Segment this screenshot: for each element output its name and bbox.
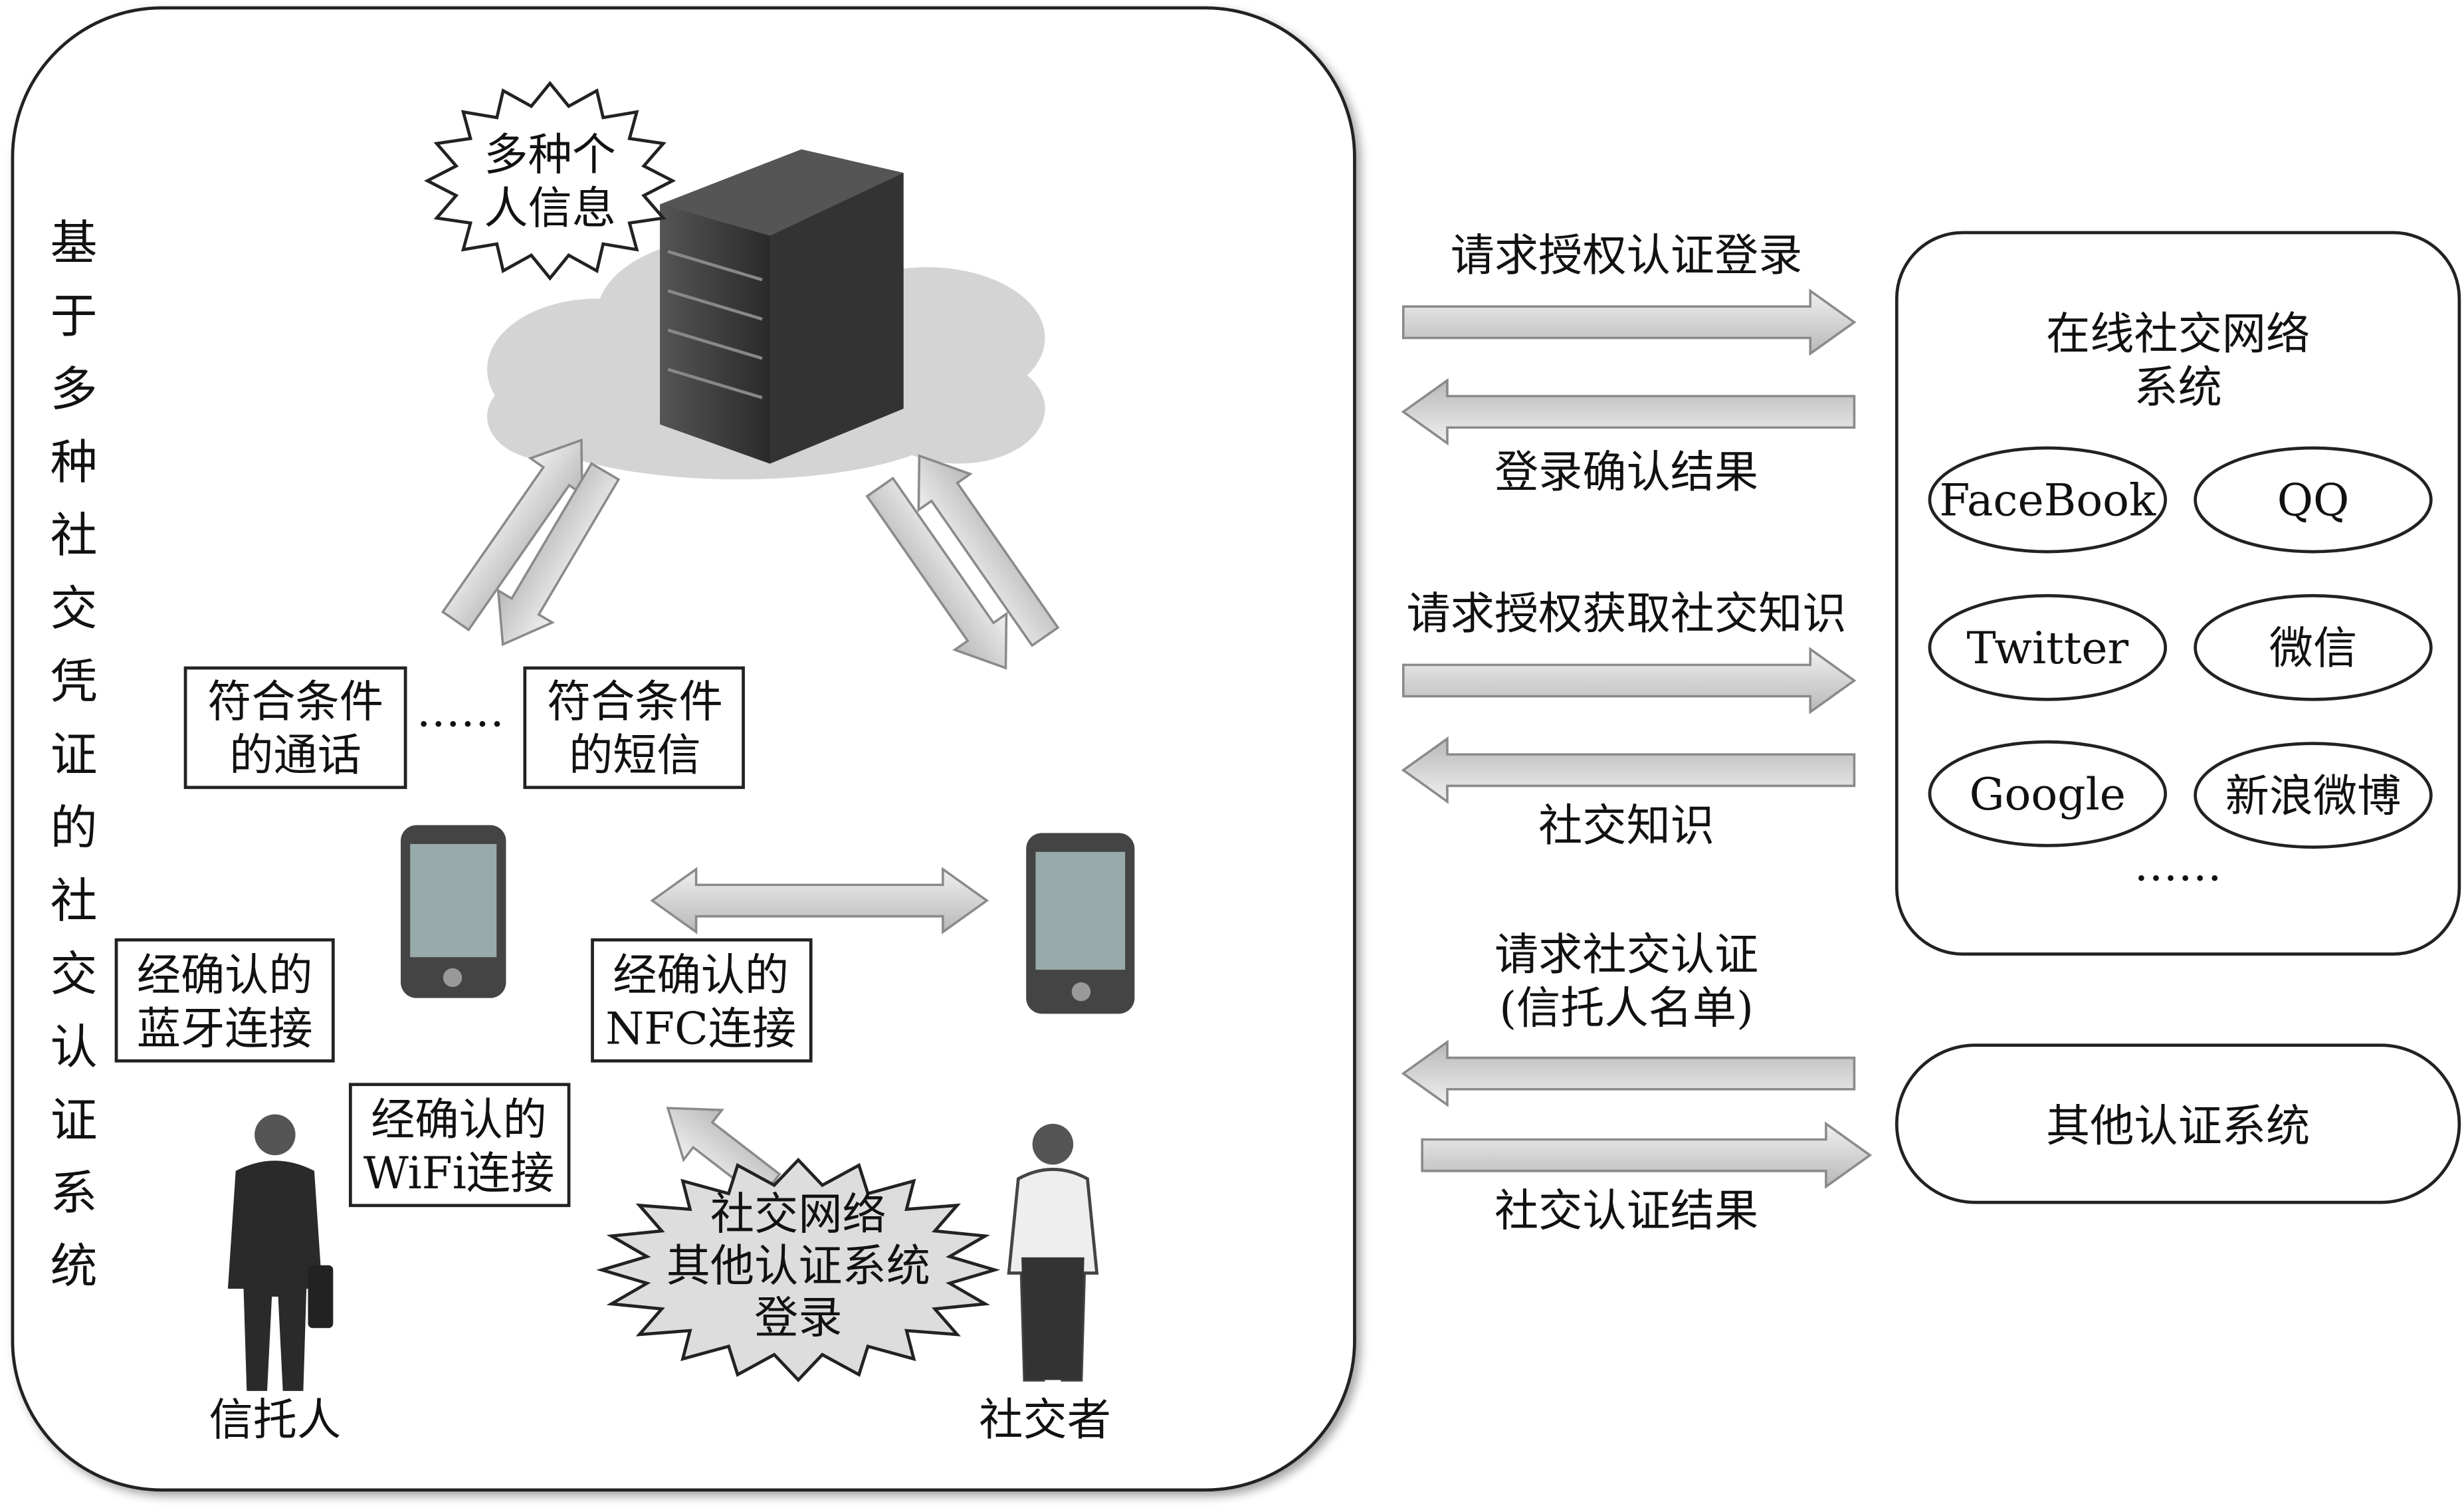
flow-social-auth-result: 社交认证结果 xyxy=(1494,1186,1758,1237)
osn-title-1: 在线社交网络 xyxy=(2046,308,2310,360)
call-box: 符合条件 的通话 xyxy=(183,666,407,790)
nfc-box: 经确认的 NFC连接 xyxy=(591,938,813,1063)
truster-person-icon xyxy=(227,1114,334,1391)
flow-req-social-auth-1: 请求社交认证 xyxy=(1494,929,1758,980)
osn-item-label: Twitter xyxy=(1966,623,2128,674)
other-auth-box xyxy=(1895,1043,2461,1204)
title-char: 基 xyxy=(51,215,98,270)
osn-item: Twitter xyxy=(1928,594,2168,701)
phone-icon-right xyxy=(1026,833,1135,1014)
title-char: 交 xyxy=(51,581,98,636)
server-icon xyxy=(660,149,904,464)
osn-item-label: FaceBook xyxy=(1940,475,2157,526)
title-char: 系 xyxy=(51,1166,98,1221)
title-char: 认 xyxy=(51,1020,98,1075)
call-line-2: 的通话 xyxy=(229,730,361,781)
arrow-right-auth-result-icon xyxy=(1421,1121,1873,1189)
osn-item-label: 微信 xyxy=(2269,623,2357,674)
wifi-box: 经确认的 WiFi连接 xyxy=(348,1083,571,1208)
wifi-line-2: WiFi连接 xyxy=(363,1148,555,1199)
arrow-down-right-icon xyxy=(865,477,1008,670)
truster-label: 信托人 xyxy=(209,1394,342,1446)
osn-more: …… xyxy=(2134,839,2221,891)
title-char: 交 xyxy=(51,946,98,1002)
login-burst-line-1: 社交网络 xyxy=(710,1188,886,1240)
login-burst-line-3: 登录 xyxy=(754,1292,842,1343)
title-char: 证 xyxy=(51,1093,98,1148)
osn-item: 微信 xyxy=(2194,594,2433,701)
ellipsis: …… xyxy=(417,686,504,737)
flow-social-knowledge: 社交知识 xyxy=(1538,800,1714,851)
title-char: 统 xyxy=(51,1239,98,1294)
bluetooth-box: 经确认的 蓝牙连接 xyxy=(114,938,335,1063)
osn-item: QQ xyxy=(2194,446,2433,554)
arrow-left-login-result-icon xyxy=(1401,378,1856,446)
osn-item: 新浪微博 xyxy=(2194,742,2433,849)
arrow-right-auth-login-icon xyxy=(1401,288,1857,356)
osn-item: Google xyxy=(1928,740,2168,847)
title-char: 种 xyxy=(51,435,98,490)
osn-item-label: QQ xyxy=(2277,475,2350,526)
osn-item-label: 新浪微博 xyxy=(2225,770,2402,821)
flow-req-auth-login: 请求授权认证登录 xyxy=(1451,230,1803,281)
call-line-1: 符合条件 xyxy=(207,676,383,727)
osn-item: FaceBook xyxy=(1928,446,2168,554)
arrow-right-social-knowledge-icon xyxy=(1401,647,1857,714)
osn-title-2: 系统 xyxy=(2134,362,2221,413)
title-char: 证 xyxy=(51,727,98,782)
burst-line-1: 多种个 xyxy=(484,129,616,180)
socializer-person-icon xyxy=(1007,1123,1099,1382)
nfc-line-1: 经确认的 xyxy=(613,950,789,1001)
title-char: 社 xyxy=(51,508,98,563)
title-char: 凭 xyxy=(51,654,98,709)
socializer-label: 社交者 xyxy=(979,1394,1111,1446)
login-starburst xyxy=(596,1157,1001,1382)
double-arrow-icon xyxy=(650,867,989,934)
flow-login-result: 登录确认结果 xyxy=(1494,447,1758,498)
title-char: 社 xyxy=(51,873,98,928)
arrow-up-right-icon xyxy=(917,454,1060,647)
nfc-line-2: NFC连接 xyxy=(605,1003,796,1054)
flow-req-social-auth-2: (信托人名单) xyxy=(1499,983,1754,1034)
arrow-left-social-knowledge-icon xyxy=(1401,736,1856,804)
sms-line-2: 的短信 xyxy=(569,730,701,781)
bt-line-1: 经确认的 xyxy=(137,950,313,1001)
flow-req-social-knowledge: 请求授权获取社交知识 xyxy=(1407,588,1847,639)
arrow-up-left-icon xyxy=(441,438,583,632)
burst-line-2: 人信息 xyxy=(484,183,616,234)
phone-icon-left xyxy=(401,825,506,998)
title-char: 的 xyxy=(51,800,98,855)
other-auth-label: 其他认证系统 xyxy=(2046,1101,2310,1152)
sms-box: 符合条件 的短信 xyxy=(523,666,745,790)
bt-line-2: 蓝牙连接 xyxy=(137,1003,313,1054)
arrow-left-social-auth-icon xyxy=(1401,1039,1856,1107)
sms-line-1: 符合条件 xyxy=(547,676,723,727)
osn-item-label: Google xyxy=(1970,769,2126,820)
title-char: 多 xyxy=(51,362,98,417)
login-burst-line-2: 其他认证系统 xyxy=(667,1240,930,1291)
arrow-down-left-icon xyxy=(496,462,621,647)
wifi-line-1: 经确认的 xyxy=(371,1094,547,1145)
title-char: 于 xyxy=(51,288,98,344)
personal-info-starburst xyxy=(424,80,676,281)
